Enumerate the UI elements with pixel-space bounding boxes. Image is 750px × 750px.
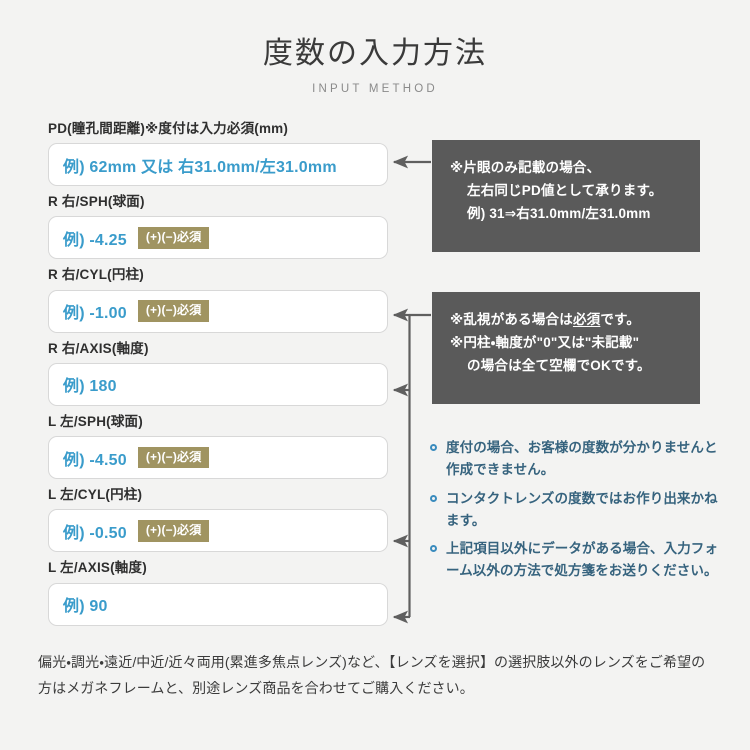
field-label-l-cyl: L 左/CYL(円柱): [48, 487, 143, 503]
connector-trunk: [408, 313, 431, 617]
required-badge-l-cyl: (+)(−)必須: [137, 520, 210, 542]
required-badge-r-sph: (+)(−)必須: [137, 227, 210, 249]
list-item: コンタクトレンズの度数ではお作り出来かねます。: [430, 488, 720, 532]
list-item-text: 度付の場合、お客様の度数が分かりませんと作成できません。: [446, 440, 718, 477]
note-cyl-line-1-post: です。: [600, 312, 641, 327]
field-group-l-cyl: L 左/CYL(円柱) 例) -0.50 (+)(−)必須: [48, 486, 388, 553]
note-box-cyl: ※乱視がある場合は必須です。 ※円柱・軸度が"0"又は"未記載" の場合は全て空…: [432, 292, 700, 404]
input-l-axis-value: 例) 90: [63, 598, 108, 616]
field-label-r-axis: R 右/AXIS(軸度): [48, 340, 149, 356]
note-pd-line-2: 左右同じPD値として承ります。: [467, 183, 663, 199]
field-group-r-axis: R 右/AXIS(軸度) 例) 180: [48, 340, 388, 406]
list-item: 上記項目以外にデータがある場合、入力フォーム以外の方法で処方箋をお送りください。: [430, 538, 720, 582]
input-r-cyl-value: 例) -1.00: [63, 305, 127, 323]
input-l-sph[interactable]: 例) -4.50 (+)(−)必須: [48, 436, 388, 480]
prescription-form: PD(瞳孔間距離)※度付は入力必須(mm) 例) 62mm 又は 右31.0mm…: [48, 120, 388, 633]
input-l-axis[interactable]: 例) 90: [48, 582, 388, 626]
input-r-sph-value: 例) -4.25: [63, 231, 127, 249]
field-group-r-cyl: R 右/CYL(円柱) 例) -1.00 (+)(−)必須: [48, 266, 388, 333]
note-cyl-line-1-pre: ※乱視がある場合は: [450, 312, 573, 327]
page-header: 度数の入力方法 INPUT METHOD: [0, 36, 750, 95]
note-pd-line-1: ※片眼のみ記載の場合、: [450, 160, 601, 175]
input-pd[interactable]: 例) 62mm 又は 右31.0mm/左31.0mm: [48, 143, 388, 187]
field-label-pd: PD(瞳孔間距離)※度付は入力必須(mm): [48, 121, 289, 136]
list-item-text: 上記項目以外にデータがある場合、入力フォーム以外の方法で処方箋をお送りください。: [446, 541, 718, 579]
circle-bullet-icon: [430, 494, 437, 502]
input-l-cyl[interactable]: 例) -0.50 (+)(−)必須: [48, 509, 388, 553]
note-cyl-line-3: の場合は全て空欄でOKです。: [467, 358, 651, 374]
field-group-r-sph: R 右/SPH(球面) 例) -4.25 (+)(−)必須: [48, 193, 388, 260]
field-label-l-sph: L 左/SPH(球面): [48, 413, 143, 429]
notice-bullet-list: 度付の場合、お客様の度数が分かりませんと作成できません。 コンタクトレンズの度数…: [430, 437, 720, 589]
field-label-r-cyl: R 右/CYL(円柱): [48, 267, 144, 283]
field-group-pd: PD(瞳孔間距離)※度付は入力必須(mm) 例) 62mm 又は 右31.0mm…: [48, 120, 388, 187]
note-box-pd: ※片眼のみ記載の場合、 左右同じPD値として承ります。 例) 31⇒右31.0m…: [432, 140, 700, 252]
circle-bullet-icon: [430, 545, 437, 553]
note-cyl-line-1: ※乱視がある場合は必須です。: [450, 308, 682, 331]
input-l-cyl-value: 例) -0.50: [63, 524, 127, 542]
page-subtitle: INPUT METHOD: [312, 83, 438, 95]
page-title: 度数の入力方法: [263, 37, 487, 70]
list-item-text: コンタクトレンズの度数ではお作り出来かねます。: [446, 490, 718, 528]
field-label-r-sph: R 右/SPH(球面): [48, 194, 145, 210]
input-r-axis[interactable]: 例) 180: [48, 362, 388, 406]
footer-note: 偏光・調光・遠近/中近/近々両用(累進多焦点レンズ)など、【レンズを選択】の選択…: [38, 654, 706, 696]
note-cyl-line-1-emphasis: 必須: [572, 312, 601, 327]
note-cyl-line-2: ※円柱・軸度が"0"又は"未記載": [450, 335, 640, 351]
input-pd-value: 例) 62mm 又は 右31.0mm/左31.0mm: [63, 158, 337, 176]
field-group-l-sph: L 左/SPH(球面) 例) -4.50 (+)(−)必須: [48, 413, 388, 480]
input-r-axis-value: 例) 180: [63, 378, 117, 396]
required-badge-r-cyl: (+)(−)必須: [137, 300, 210, 322]
field-group-l-axis: L 左/AXIS(軸度) 例) 90: [48, 559, 388, 626]
input-l-sph-value: 例) -4.50: [63, 451, 127, 469]
circle-bullet-icon: [430, 444, 437, 451]
required-badge-l-sph: (+)(−)必須: [137, 446, 210, 469]
list-item: 度付の場合、お客様の度数が分かりませんと作成できません。: [430, 437, 720, 481]
field-label-l-axis: L 左/AXIS(軸度): [48, 560, 147, 576]
input-r-sph[interactable]: 例) -4.25 (+)(−)必須: [48, 216, 388, 260]
input-r-cyl[interactable]: 例) -1.00 (+)(−)必須: [48, 289, 388, 333]
note-pd-line-3: 例) 31⇒右31.0mm/左31.0mm: [467, 206, 651, 222]
